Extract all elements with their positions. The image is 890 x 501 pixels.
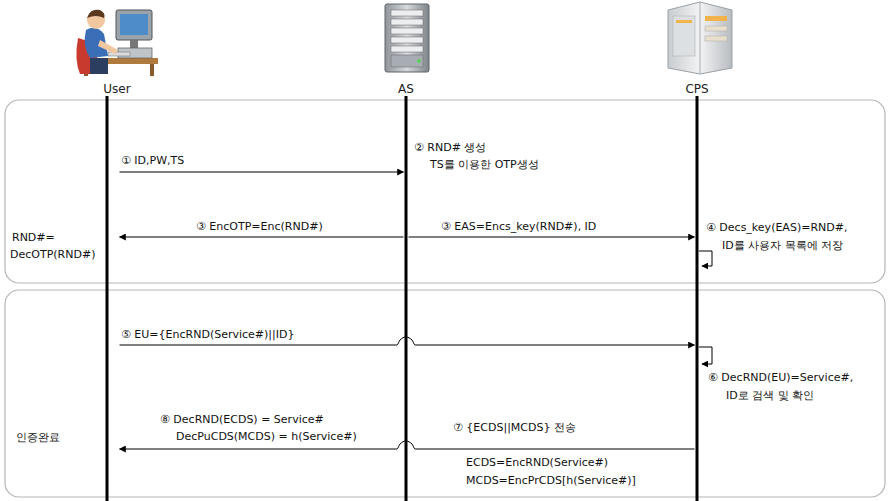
participant: User: [72, 2, 162, 96]
user-icon: [108, 52, 130, 56]
phase-band: [5, 100, 885, 497]
cps-server-icon: [705, 16, 727, 21]
cps-server-icon: [705, 26, 727, 31]
as-server-icon: [391, 10, 423, 16]
user-icon: [87, 10, 105, 18]
message-label: ⑦ {ECDS||MCDS} 전송: [452, 421, 577, 435]
cps-server-icon: [668, 2, 732, 74]
user-icon: [116, 10, 152, 40]
participant: AS: [366, 2, 446, 96]
message-arrow: [120, 237, 404, 238]
participant-name: AS: [396, 82, 416, 96]
lifeline: [107, 96, 697, 501]
step-note: DecOTP(RND#): [10, 248, 95, 262]
step-note: DecPuCDS(MCDS) = h(Service#): [176, 430, 357, 444]
cps-server-icon: [676, 20, 692, 23]
lifeline: [696, 96, 699, 501]
cps-server-icon: [705, 36, 727, 41]
step-note: TS를 이용한 OTP생성: [430, 158, 539, 172]
message-label: ③ EAS=Encs_key(RND#), ID: [440, 220, 597, 234]
as-server-icon: [385, 4, 429, 72]
user-icon: [90, 58, 108, 74]
step-note: RND#=: [12, 231, 55, 245]
participant-name: User: [101, 82, 132, 96]
cps-server-icon: [700, 2, 701, 74]
phase-band: [5, 100, 885, 283]
lifeline: [106, 96, 109, 501]
user-icon: [120, 14, 148, 35]
user-icon: [150, 64, 154, 76]
as-server-icon: [385, 4, 429, 72]
message-arrow: [409, 237, 695, 238]
step-note: ECDS=EncRND(Service#): [466, 456, 608, 470]
as-server-icon: [391, 28, 423, 34]
as-server-icon: [391, 19, 423, 25]
message-label: ⑤ EU={EncRND(Service#)||ID}: [120, 328, 295, 342]
step-note: ④ Decs_key(EAS)=RND#,: [706, 221, 847, 235]
step-note: MCDS=EncPrCDS[h(Service#)]: [466, 474, 636, 488]
user-icon: [130, 40, 138, 48]
message-label: ① ID,PW,TS: [120, 154, 185, 168]
self-loop-arrow: [699, 347, 712, 364]
step-note: 인증완료: [16, 431, 60, 445]
user-icon: [76, 10, 158, 76]
message-label: ③ EncOTP=Enc(RND#): [195, 220, 324, 234]
participant: CPS: [657, 2, 737, 96]
as-server-icon: [417, 59, 421, 63]
step-note: ② RND# 생성: [414, 141, 486, 155]
user-icon: [98, 40, 118, 54]
message-arrow: [120, 172, 404, 173]
self-loop-arrow: [699, 251, 712, 364]
step-note: ID를 사용자 목록에 저장: [722, 239, 843, 253]
self-loop-arrow: [699, 251, 712, 266]
step-note: ID로 검색 및 확인: [726, 389, 814, 403]
cps-server-icon: [673, 16, 695, 56]
phase-band: [5, 290, 885, 497]
lifeline: [405, 96, 408, 501]
cps-server-icon: [668, 2, 732, 74]
as-server-icon: [391, 37, 423, 43]
as-server-icon: [391, 46, 423, 52]
as-server-icon: [391, 55, 423, 67]
participant-name: CPS: [683, 82, 710, 96]
step-note: ⑧ DecRND(ECDS) = Service#: [160, 413, 324, 427]
step-note: ⑥ DecRND(EU)=Service#,: [708, 371, 853, 385]
